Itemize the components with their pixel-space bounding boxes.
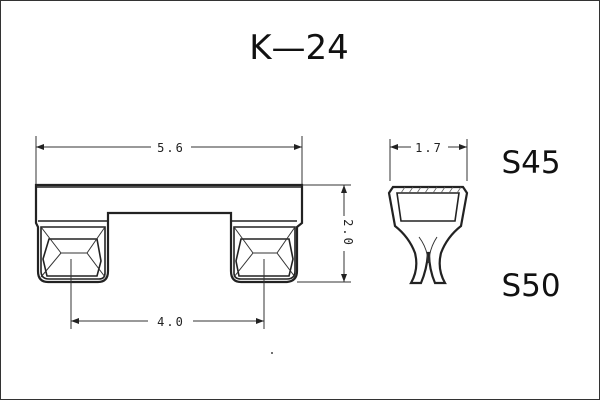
side-profile-view: 1.7	[387, 139, 469, 285]
grade-s45: S45	[501, 145, 560, 181]
profile-outline	[387, 185, 469, 285]
speck-mark	[271, 352, 273, 354]
profile-width-dimension: 1.7	[389, 139, 468, 181]
overall-width-dimension: 5.6	[35, 136, 303, 186]
clip-body-outline	[34, 183, 304, 284]
inner-spacing-label: 4.0	[157, 315, 185, 329]
part-title: K—24	[249, 28, 349, 68]
height-dimension: 2.0	[297, 184, 355, 283]
front-view: 5.6	[34, 136, 355, 329]
right-foot	[233, 226, 296, 280]
height-label: 2.0	[341, 219, 355, 247]
left-foot	[40, 226, 106, 280]
overall-width-label: 5.6	[157, 141, 185, 155]
inner-spacing-dimension: 4.0	[70, 259, 265, 329]
profile-hatching	[400, 186, 462, 194]
profile-width-label: 1.7	[415, 141, 443, 155]
grade-s50: S50	[501, 268, 560, 304]
